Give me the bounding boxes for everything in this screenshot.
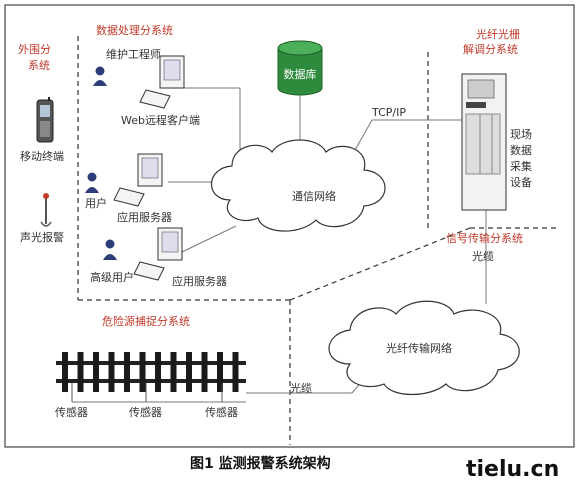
figure-caption: 图1 监测报警系统架构 bbox=[190, 455, 331, 472]
computer-icon-server-2 bbox=[133, 227, 183, 281]
label-fiber-network: 光纤传输网络 bbox=[386, 341, 452, 355]
track-sleeper bbox=[108, 352, 115, 392]
track-sleeper bbox=[124, 352, 130, 392]
track-sleeper bbox=[217, 352, 223, 392]
track-sleeper bbox=[232, 352, 239, 392]
track-sleeper bbox=[93, 352, 99, 392]
label-sensor-1: 传感器 bbox=[55, 406, 88, 419]
label-comm-network: 通信网络 bbox=[292, 189, 336, 203]
subsystem-dividers bbox=[77, 36, 560, 445]
mobile-phone-icon bbox=[36, 97, 54, 143]
track-sleeper bbox=[77, 352, 84, 392]
label-database: 数据库 bbox=[284, 67, 317, 81]
person-icon-maintenance bbox=[93, 66, 107, 86]
database-icon bbox=[277, 40, 323, 96]
label-maintenance-engineer: 维护工程师 bbox=[106, 47, 161, 61]
watermark: tielu.cn bbox=[466, 457, 559, 482]
label-tcp-ip: TCP/IP bbox=[371, 106, 406, 119]
label-sensor-2: 传感器 bbox=[129, 406, 162, 419]
label-signal-transmission: 信号传输分系统 bbox=[446, 231, 523, 245]
label-fiber-cable-2: 光缆 bbox=[290, 381, 312, 395]
label-peripheral: 外围分系统 bbox=[18, 43, 51, 72]
track-sleepers bbox=[62, 352, 239, 392]
track-sleeper bbox=[186, 352, 192, 392]
label-hazard-capture: 危险源捕捉分系统 bbox=[102, 314, 190, 328]
alarm-icon bbox=[40, 193, 52, 227]
label-data-processing: 数据处理分系统 bbox=[96, 23, 173, 37]
line-server2 bbox=[181, 225, 237, 253]
label-fiber-demod: 光纤光栅解调分系统 bbox=[463, 27, 520, 56]
person-icon-user bbox=[85, 172, 99, 193]
fiber-network-cloud bbox=[328, 300, 520, 395]
label-web-client: Web远程客户端 bbox=[121, 113, 200, 127]
track-sleeper bbox=[62, 352, 68, 392]
label-app-server-2: 应用服务器 bbox=[172, 274, 227, 288]
computer-icon-server-1 bbox=[113, 153, 163, 207]
track-sleeper bbox=[170, 352, 177, 392]
diagram-frame bbox=[4, 4, 575, 448]
person-icon-senior-user bbox=[103, 239, 117, 260]
label-field-equipment: 现场 数据 采集 设备 bbox=[510, 127, 536, 189]
label-mobile-terminal: 移动终端 bbox=[20, 149, 64, 163]
track-sleeper bbox=[155, 352, 161, 392]
label-app-server-1: 应用服务器 bbox=[117, 210, 172, 224]
label-sensor-3: 传感器 bbox=[205, 406, 238, 419]
label-senior-user: 高级用户 bbox=[90, 270, 134, 284]
label-user: 用户 bbox=[85, 196, 107, 210]
track-sleeper bbox=[139, 352, 146, 392]
label-fiber-cable-1: 光缆 bbox=[472, 249, 494, 263]
railway-track bbox=[56, 352, 246, 392]
computer-icon-web-client bbox=[139, 55, 185, 109]
comm-network-cloud bbox=[210, 139, 386, 232]
label-alarm: 声光报警 bbox=[20, 230, 64, 244]
track-sleeper bbox=[201, 352, 208, 392]
field-equipment-icon bbox=[461, 73, 507, 211]
line-tcpip-a bbox=[354, 119, 373, 151]
divider-diagonal bbox=[289, 227, 471, 301]
